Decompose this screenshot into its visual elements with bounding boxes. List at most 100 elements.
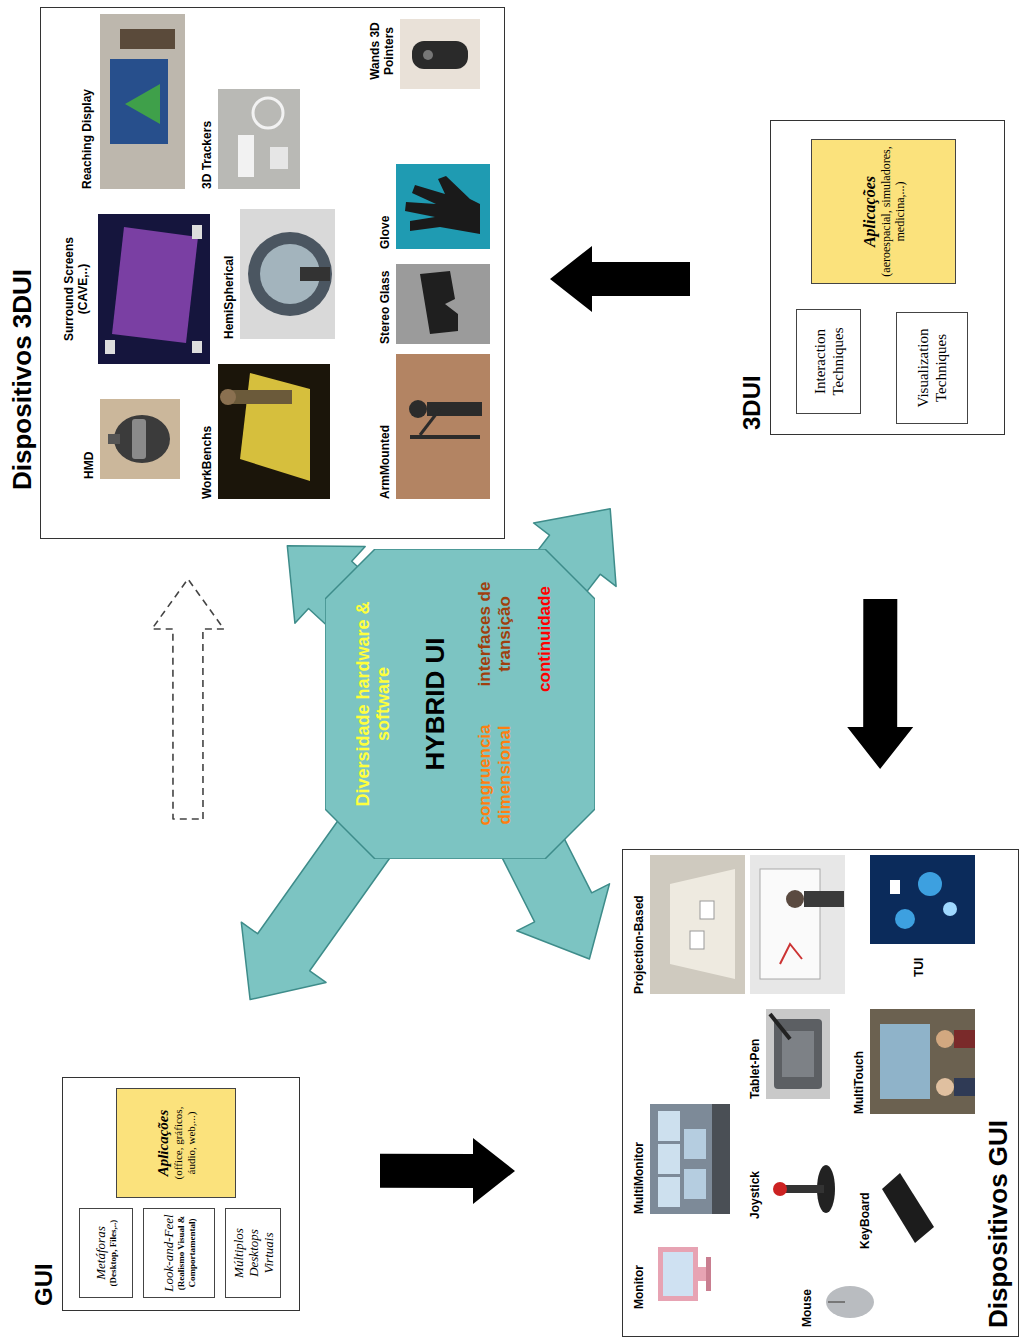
tui-photo xyxy=(870,855,975,944)
workbench-photo-part xyxy=(232,390,292,404)
metaphor-box: Metáforas(Desktop, Files,..) xyxy=(79,1208,133,1298)
multimonitor-photo-part xyxy=(684,1169,706,1199)
hmd-photo-part xyxy=(108,434,120,444)
projection-photo xyxy=(650,855,845,994)
node-title: Dispositivos 3DUI xyxy=(7,269,37,490)
tui-photo-part xyxy=(890,880,900,894)
wand-photo-part xyxy=(400,19,480,89)
glove-photo-part xyxy=(405,176,480,234)
hybrid-shape-fill xyxy=(325,549,595,859)
node-title: Aplicações xyxy=(860,176,879,247)
node-title: 3DUI xyxy=(737,375,767,430)
multimonitor-photo-part xyxy=(712,1104,730,1214)
tui-photo-part xyxy=(895,909,915,929)
tablet-pen-photo-part xyxy=(766,1009,830,1099)
hmd-photo-part xyxy=(114,415,170,463)
device-label: MultiTouch xyxy=(852,1051,866,1114)
device-label: Monitor xyxy=(632,1265,646,1309)
workbench-photo-part xyxy=(218,364,330,499)
cave-photo-part xyxy=(105,340,115,354)
device-label: 3D Trackers xyxy=(200,121,214,189)
monitor-photo-part xyxy=(650,1239,720,1309)
devices-gui-panel: Dispositivos GUI xyxy=(622,849,1019,1337)
hemispherical-photo-part xyxy=(248,232,332,316)
projection-photo-part xyxy=(750,855,845,994)
projection-photo-part xyxy=(690,931,704,949)
cave-photo-part xyxy=(192,341,202,353)
node-title: Diversidade hardware & software xyxy=(353,594,393,814)
glove-photo-part xyxy=(396,164,490,249)
multitouch-photo-part xyxy=(936,1078,954,1096)
multitouch-photo-part xyxy=(954,1030,975,1048)
wand-photo xyxy=(400,19,480,89)
device-label: HMD xyxy=(82,452,96,479)
gui-panel: GUIMetáforas(Desktop, Files,..)Look-and-… xyxy=(62,1077,300,1311)
keyboard-photo-part xyxy=(876,1169,940,1249)
multimonitor-photo xyxy=(650,1104,730,1214)
multimonitor-photo-part xyxy=(658,1144,680,1174)
arm-mounted-photo-part xyxy=(410,435,480,439)
arm-mounted-photo-part xyxy=(420,409,440,435)
workbench-photo-part xyxy=(220,389,236,405)
arm-mounted-photo-part xyxy=(409,400,427,418)
device-label: Joystick xyxy=(748,1171,762,1219)
cave-photo xyxy=(98,214,210,364)
projection-photo-part xyxy=(760,869,820,979)
hybrid-ui-shape: Diversidade hardware & softwareHYBRID UI… xyxy=(325,549,595,859)
device-label: KeyBoard xyxy=(858,1192,872,1249)
joystick-photo xyxy=(766,1159,840,1219)
tracker-photo-part xyxy=(218,89,300,189)
device-label: Glove xyxy=(378,216,392,249)
keyboard-photo xyxy=(876,1169,940,1249)
applications-box: Aplicações(aeroespacial, simuladores, me… xyxy=(811,139,956,284)
joystick-photo-part xyxy=(782,1185,824,1193)
3dui-panel: 3DUIInteraction TechniquesVisualization … xyxy=(770,120,1005,435)
stereo-glass-photo-part xyxy=(420,271,458,334)
monitor-photo-part xyxy=(658,1247,698,1301)
node-text: (Desktop, Files,..) xyxy=(108,1220,119,1287)
hmd-photo-part xyxy=(100,399,180,479)
reaching-display-photo xyxy=(100,14,185,189)
reaching-display-photo-part xyxy=(110,59,168,144)
technique-box: Visualization Techniques xyxy=(896,312,968,424)
tracker-photo xyxy=(218,89,300,189)
wand-photo-part xyxy=(423,50,433,60)
node-text: congruencia dimensional xyxy=(475,711,515,839)
projection-photo-part xyxy=(786,890,804,908)
reaching-display-photo-part xyxy=(120,29,175,49)
monitor-photo-part xyxy=(706,1257,711,1291)
projection-photo-part xyxy=(780,944,802,964)
block-arrow xyxy=(847,599,913,769)
reaching-display-photo-part xyxy=(100,14,185,189)
node-text: continuidade xyxy=(535,569,555,709)
wand-photo-part xyxy=(412,41,468,69)
multitouch-photo-part xyxy=(880,1024,930,1099)
monitor-photo xyxy=(650,1239,720,1309)
devices-3dui-panel: Dispositivos 3DUI xyxy=(40,7,505,539)
tracker-photo-part xyxy=(253,98,283,128)
technique-box: Interaction Techniques xyxy=(796,309,861,414)
multitouch-photo-part xyxy=(954,1078,975,1096)
multitouch-photo-part xyxy=(936,1030,954,1048)
hmd-photo-part xyxy=(132,419,146,459)
node-text: (office, gráficos, áudio, web,...) xyxy=(172,1092,198,1194)
block-arrow xyxy=(380,1138,515,1204)
projection-photo-part xyxy=(700,901,714,919)
mouse-photo xyxy=(818,1277,880,1327)
tablet-pen-photo xyxy=(766,1009,830,1099)
tui-photo-part xyxy=(943,902,957,916)
node-title: Aplicações xyxy=(154,1110,172,1177)
multimonitor-photo-part xyxy=(658,1177,680,1207)
device-label: MultiMonitor xyxy=(632,1142,646,1214)
projection-photo-part xyxy=(650,855,745,994)
reaching-display-photo-part xyxy=(125,84,160,124)
multitouch-photo xyxy=(870,1009,975,1114)
device-label: ArmMounted xyxy=(378,425,392,499)
node-title: Dispositivos GUI xyxy=(983,1120,1013,1328)
hemispherical-photo-part xyxy=(240,209,335,339)
device-label: Projection-Based xyxy=(632,895,646,994)
monitor-photo-part xyxy=(698,1267,706,1281)
hemispherical-photo-part xyxy=(300,267,330,281)
device-label: HemiSpherical xyxy=(222,256,236,339)
